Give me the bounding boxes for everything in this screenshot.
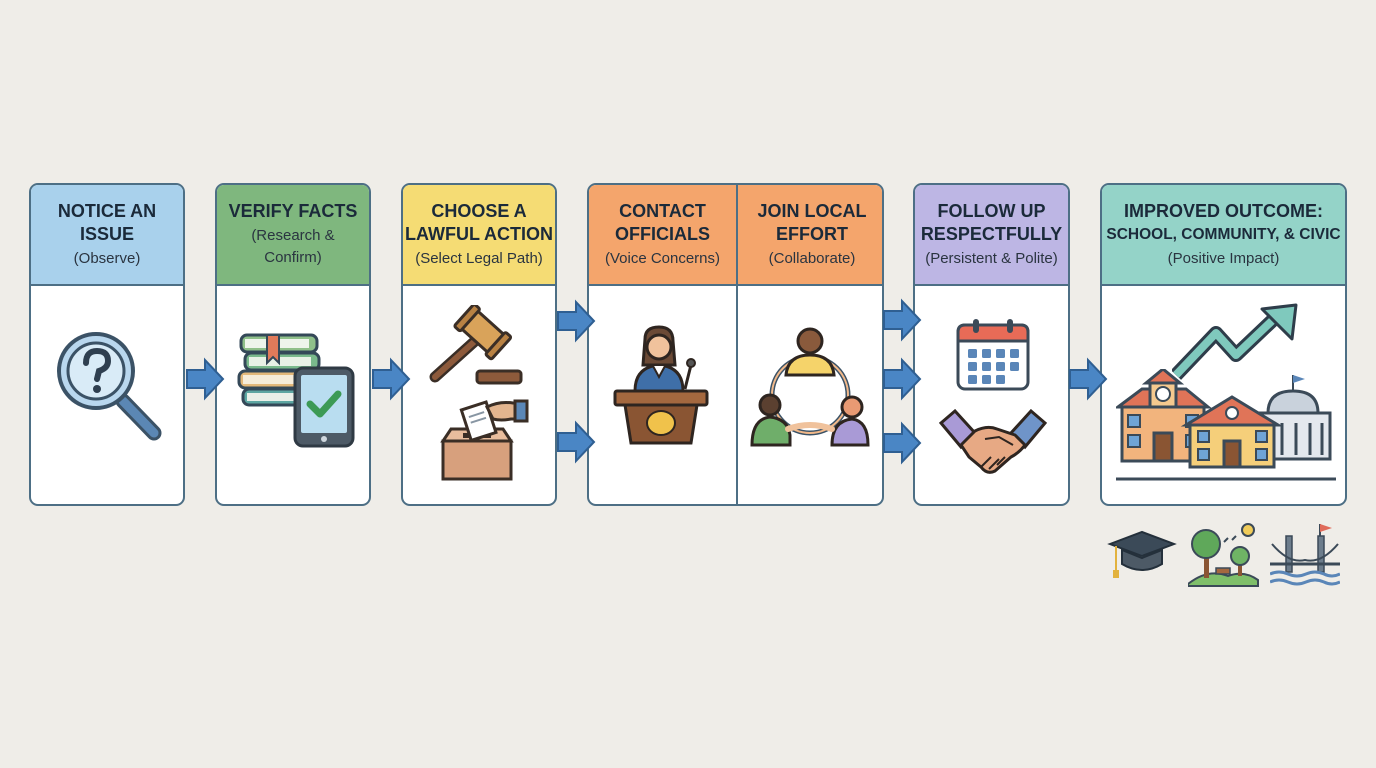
step-title-contact-line2: OFFICIALS — [615, 223, 710, 244]
step-title-choose-line1: CHOOSE A — [431, 200, 527, 221]
step-panel-join: JOIN LOCAL EFFORT (Collaborate) — [738, 185, 882, 504]
civic-buildings-icon — [1116, 369, 1336, 481]
bridge-icon — [1270, 524, 1340, 586]
flow-arrow-icon-4c — [883, 421, 922, 465]
magnifying-glass-question-icon — [57, 332, 162, 441]
step-card-follow: FOLLOW UP RESPECTFULLY (Persistent & Pol… — [913, 183, 1070, 506]
speaker-podium-icon — [613, 325, 709, 445]
step-card-outcome: IMPROVED OUTCOME: SCHOOL, COMMUNITY, & C… — [1100, 183, 1347, 506]
step-subtitle-join: (Collaborate) — [768, 249, 856, 267]
step-header-notice: NOTICE AN ISSUE (Observe) — [31, 185, 183, 286]
step-subtitle-contact: (Voice Concerns) — [604, 249, 721, 267]
step-header-outcome: IMPROVED OUTCOME: SCHOOL, COMMUNITY, & C… — [1102, 185, 1345, 286]
flow-arrow-icon-2 — [372, 357, 411, 401]
park-trees-icon — [1188, 523, 1259, 587]
step-title-notice-line2: ISSUE — [79, 223, 135, 244]
step-title-outcome-line1: IMPROVED OUTCOME: — [1123, 200, 1323, 221]
flow-arrow-icon-5 — [1069, 357, 1108, 401]
step-card-verify: VERIFY FACTS (Research & Confirm) — [215, 183, 371, 506]
people-circle-icon — [750, 327, 870, 447]
flow-arrow-icon-3b — [557, 420, 596, 464]
step-subtitle-outcome: (Positive Impact) — [1167, 249, 1280, 267]
step-subtitle-verify-line1: (Research & — [251, 227, 335, 244]
step-header-contact: CONTACT OFFICIALS (Voice Concerns) — [589, 185, 736, 286]
step-subtitle-choose: (Select Legal Path) — [415, 249, 543, 267]
step-title-choose-line2: LAWFUL ACTION — [405, 223, 553, 244]
step-header-verify: VERIFY FACTS (Research & Confirm) — [217, 185, 369, 286]
step-title-notice-line1: NOTICE AN — [57, 200, 157, 221]
step-title-contact-line1: CONTACT — [619, 200, 706, 221]
step-header-choose: CHOOSE A LAWFUL ACTION (Select Legal Pat… — [403, 185, 555, 286]
upward-trend-arrow-icon — [1172, 303, 1298, 380]
gavel-icon — [429, 305, 523, 385]
step-title-join-line1: JOIN LOCAL — [757, 200, 867, 221]
step-title-follow-line2: RESPECTFULLY — [920, 223, 1063, 244]
ballot-box-icon — [440, 399, 529, 481]
step-title-follow-line1: FOLLOW UP — [937, 200, 1046, 221]
flow-arrow-icon-4b — [883, 357, 922, 401]
step-header-join: JOIN LOCAL EFFORT (Collaborate) — [738, 185, 882, 286]
step-panel-contact: CONTACT OFFICIALS (Voice Concerns) — [589, 185, 736, 504]
flow-arrow-icon-1 — [186, 357, 225, 401]
step-subtitle-notice: (Observe) — [73, 249, 141, 267]
flow-arrow-icon-3a — [557, 299, 596, 343]
graduation-cap-icon — [1107, 530, 1177, 578]
step-title-join-line2: EFFORT — [776, 223, 848, 244]
step-divider — [736, 185, 738, 504]
flow-arrow-icon-4a — [883, 298, 922, 342]
step-header-follow: FOLLOW UP RESPECTFULLY (Persistent & Pol… — [915, 185, 1068, 286]
handshake-icon — [939, 409, 1047, 474]
step-card-choose: CHOOSE A LAWFUL ACTION (Select Legal Pat… — [401, 183, 557, 506]
step-subtitle-verify-line2: Confirm) — [264, 249, 322, 266]
step-title-verify: VERIFY FACTS — [228, 201, 358, 221]
step-card-notice: NOTICE AN ISSUE (Observe) — [29, 183, 185, 506]
step-subtitle-follow: (Persistent & Polite) — [925, 249, 1058, 267]
calendar-icon — [956, 319, 1030, 391]
step-card-contact-join: CONTACT OFFICIALS (Voice Concerns) JOIN … — [587, 183, 884, 506]
step-title-outcome-line2: SCHOOL, COMMUNITY, & CIVIC — [1106, 225, 1341, 243]
tablet-checkmark-icon — [293, 366, 355, 448]
